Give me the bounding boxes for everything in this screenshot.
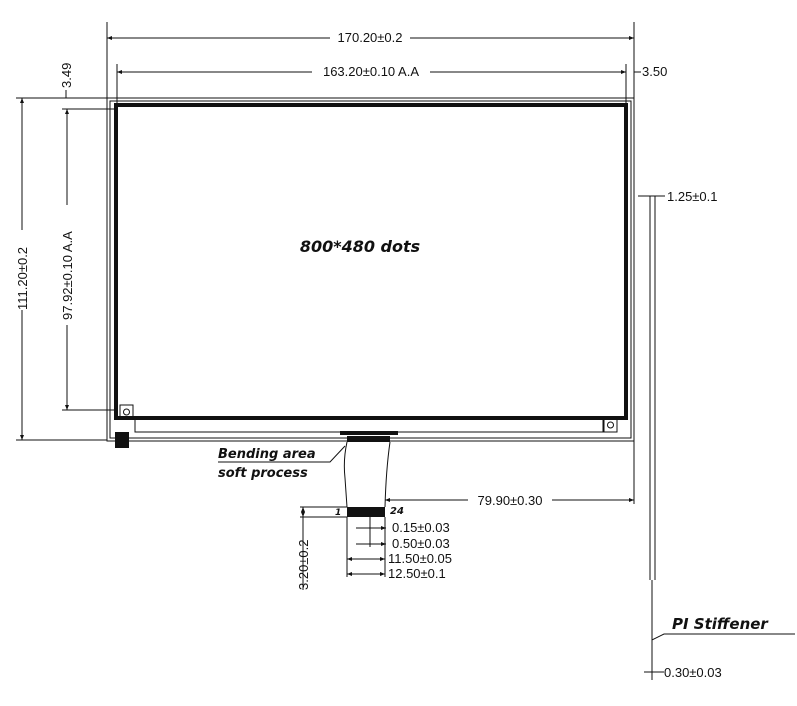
dim-stiffener-thickness: 0.30±0.03 xyxy=(664,665,722,680)
dim-overall-width: 170.20±0.2 xyxy=(106,22,635,98)
svg-text:11.50±0.05: 11.50±0.05 xyxy=(388,551,452,566)
dim-contact-length: 3.20±0.2 xyxy=(296,507,311,590)
bending-note-1: Bending area xyxy=(218,447,316,462)
svg-text:163.20±0.10 A.A: 163.20±0.10 A.A xyxy=(323,64,419,79)
svg-text:111.20±0.2: 111.20±0.2 xyxy=(15,247,30,310)
dim-thickness: 1.25±0.1 xyxy=(667,189,718,204)
pin-dims: 0.15±0.03 0.50±0.03 11.50±0.05 12.50±0.1 xyxy=(347,520,452,581)
bending-note-2: soft process xyxy=(218,466,308,481)
dim-fpc-offset: 79.90±0.30 xyxy=(385,441,635,508)
dim-overall-height: 111.20±0.2 xyxy=(15,97,107,441)
panel-outline xyxy=(106,97,635,448)
dim-active-height: 97.92±0.10 A.A xyxy=(60,108,118,411)
dim-right-margin: 3.50 xyxy=(642,64,667,79)
pin-24-label: 24 xyxy=(390,506,404,517)
resolution-label: 800*480 dots xyxy=(300,237,420,256)
svg-text:79.90±0.30: 79.90±0.30 xyxy=(478,493,543,508)
side-view-stiffener xyxy=(638,195,795,680)
svg-text:0.15±0.03: 0.15±0.03 xyxy=(392,520,450,535)
svg-text:170.20±0.2: 170.20±0.2 xyxy=(338,30,403,45)
pin-1-label: 1 xyxy=(335,508,341,518)
dim-active-width: 163.20±0.10 A.A xyxy=(116,64,627,104)
svg-text:12.50±0.1: 12.50±0.1 xyxy=(388,566,446,581)
dim-top-margin: 3.49 xyxy=(59,63,74,98)
svg-text:3.49: 3.49 xyxy=(59,63,74,88)
stiffener-label: PI Stiffener xyxy=(672,615,769,633)
bending-leader xyxy=(218,445,346,463)
svg-text:3.20±0.2: 3.20±0.2 xyxy=(296,539,311,590)
svg-text:0.50±0.03: 0.50±0.03 xyxy=(392,536,450,551)
svg-text:97.92±0.10 A.A: 97.92±0.10 A.A xyxy=(60,231,75,320)
